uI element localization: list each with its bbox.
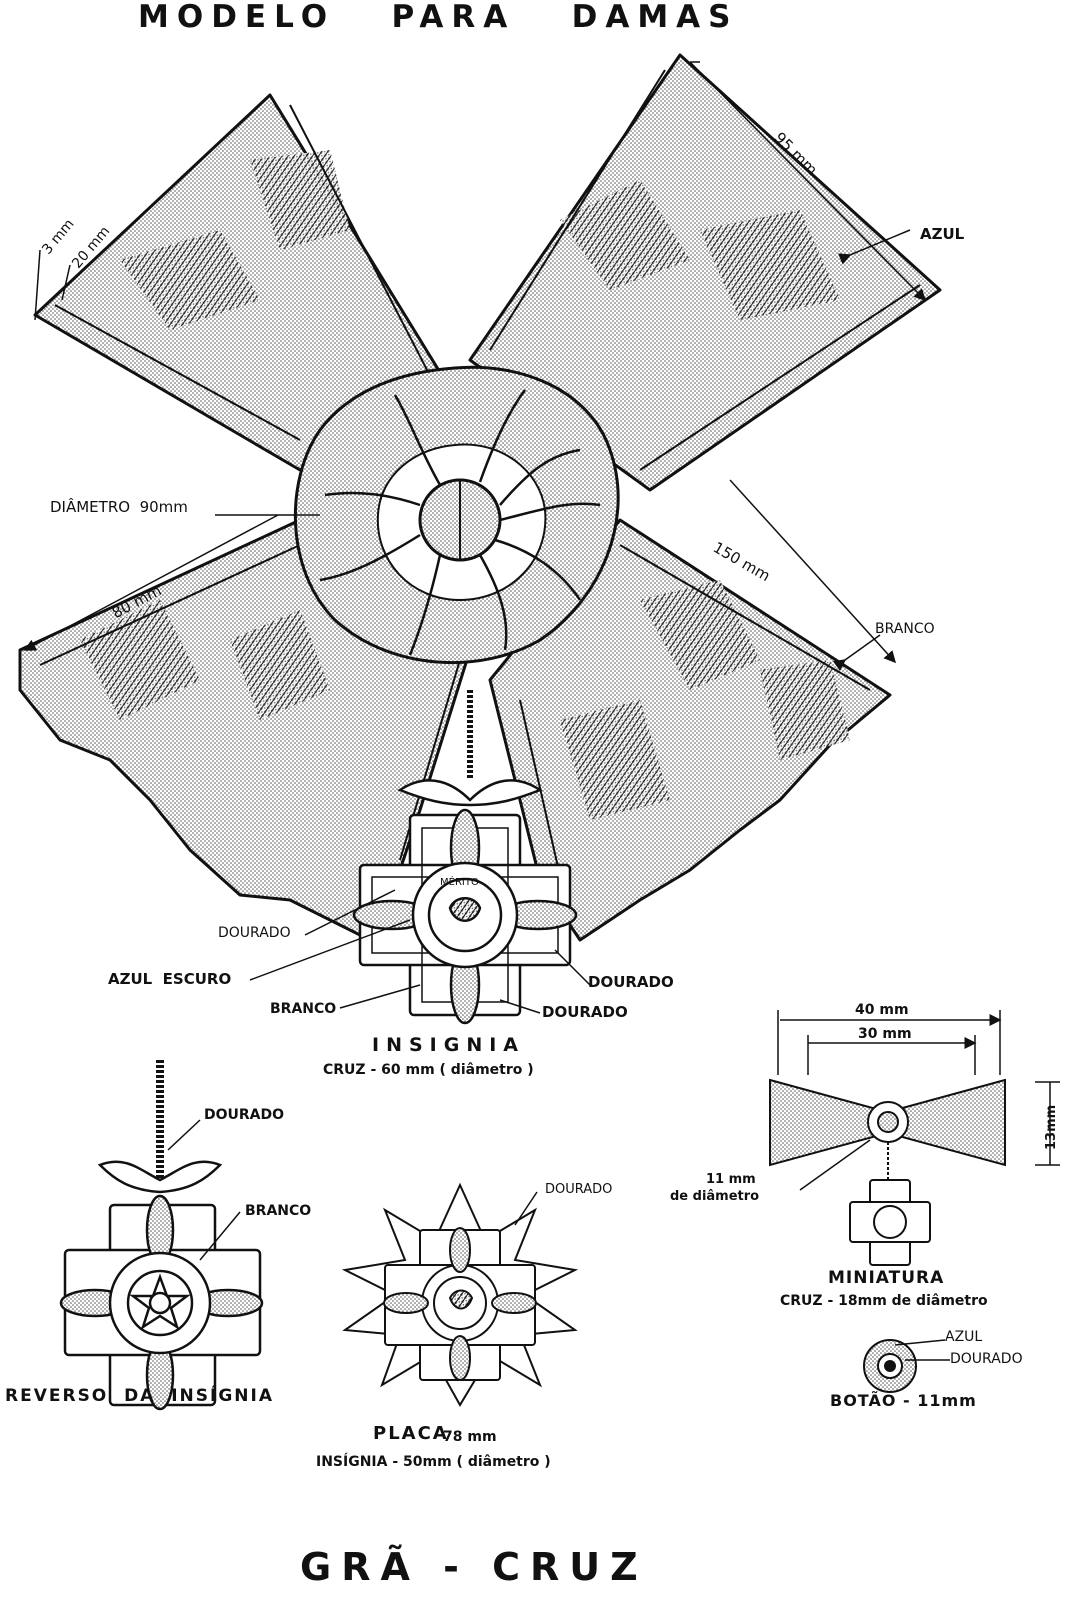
reverse-branco: BRANCO — [245, 1203, 312, 1219]
insignia-reverse — [59, 1060, 264, 1411]
insignia-title: INSIGNIA — [372, 1034, 525, 1056]
mini-dim-40: 40 mm — [855, 1002, 909, 1018]
label-dourado-insignia: DOURADO — [218, 925, 291, 941]
ribbon-upper-right — [468, 53, 942, 492]
label-branco-cross: BRANCO — [270, 1001, 337, 1017]
label-dourado-bottom: DOURADO — [542, 1003, 628, 1021]
botao — [863, 1339, 917, 1393]
miniatura-caption: CRUZ - 18mm de diâmetro — [780, 1293, 988, 1309]
label-branco: BRANCO — [875, 621, 935, 637]
label-dourado-right: DOURADO — [588, 973, 674, 991]
mini-dim-30: 30 mm — [858, 1026, 912, 1042]
mini-button-diameter-2: de diâmetro — [670, 1189, 760, 1204]
botao-azul: AZUL — [945, 1329, 983, 1345]
miniatura-title: MINIATURA — [828, 1268, 945, 1288]
footer-title: GRÃ - CRUZ — [300, 1545, 648, 1589]
placa-size: 78 mm — [443, 1429, 497, 1445]
label-azul-escuro: AZUL ESCURO — [108, 970, 232, 988]
ribbon-lower-right — [488, 518, 892, 942]
placa-caption: INSÍGNIA - 50mm ( diâmetro ) — [316, 1454, 551, 1470]
placa — [341, 1182, 579, 1407]
medal-top-text: MÉRITO — [440, 877, 479, 888]
mini-dim-13: 13mm — [1044, 1104, 1059, 1150]
rosette — [293, 365, 620, 665]
botao-dourado: DOURADO — [950, 1351, 1023, 1367]
page-title: MODELO PARA DAMAS — [138, 0, 739, 35]
mini-button-diameter: 11 mm — [706, 1172, 756, 1187]
miniatura — [769, 1078, 1006, 1266]
reverse-dourado: DOURADO — [204, 1107, 285, 1123]
botao-title: BOTÃO - 11mm — [830, 1391, 977, 1410]
dimension-lines — [23, 61, 1060, 1361]
insignia-caption: CRUZ - 60 mm ( diâmetro ) — [323, 1062, 534, 1078]
label-azul: AZUL — [920, 225, 965, 243]
placa-dourado: DOURADO — [545, 1182, 613, 1197]
dim-rosette-diameter: DIÂMETRO 90mm — [50, 498, 188, 516]
reverse-title: REVERSO DA INSÍGNIA — [5, 1386, 274, 1406]
placa-title: PLACA — [373, 1423, 449, 1444]
insignia-front — [352, 690, 578, 1025]
